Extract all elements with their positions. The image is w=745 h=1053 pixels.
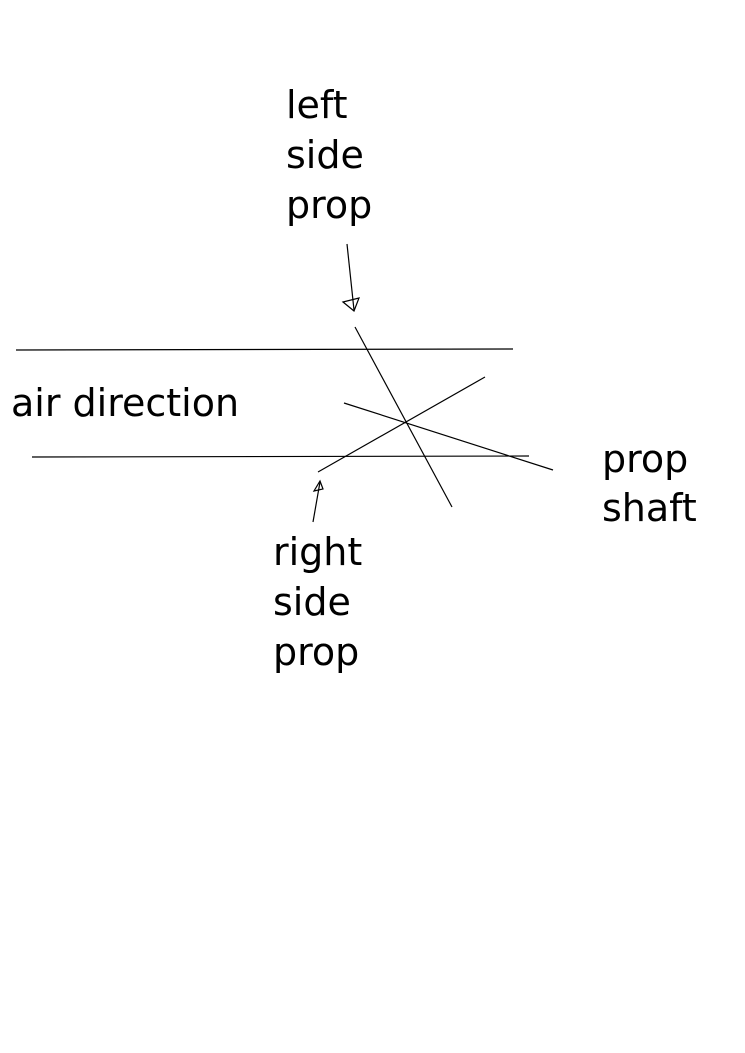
label-line: right <box>273 530 362 574</box>
prop-shaft-label: prop shaft <box>602 437 697 530</box>
label-line: side <box>286 133 364 177</box>
left-side-prop-arrow <box>341 243 360 312</box>
right-side-prop-line <box>317 376 486 473</box>
left-side-prop-line <box>354 326 453 508</box>
right-side-prop-arrow <box>312 479 324 523</box>
air-channel-bottom-line <box>31 455 530 458</box>
left-side-prop-label: left side prop <box>286 83 372 227</box>
air-direction-label: air direction <box>11 381 239 425</box>
label-line: shaft <box>602 486 697 530</box>
label-line: prop <box>273 630 359 674</box>
air-channel-top-line <box>15 348 514 351</box>
right-side-prop-label: right side prop <box>273 530 362 674</box>
label-line: prop <box>286 183 372 227</box>
label-line: prop <box>602 437 688 481</box>
label-line: side <box>273 580 351 624</box>
prop-shaft-line <box>343 402 554 471</box>
label-line: left <box>286 83 348 127</box>
